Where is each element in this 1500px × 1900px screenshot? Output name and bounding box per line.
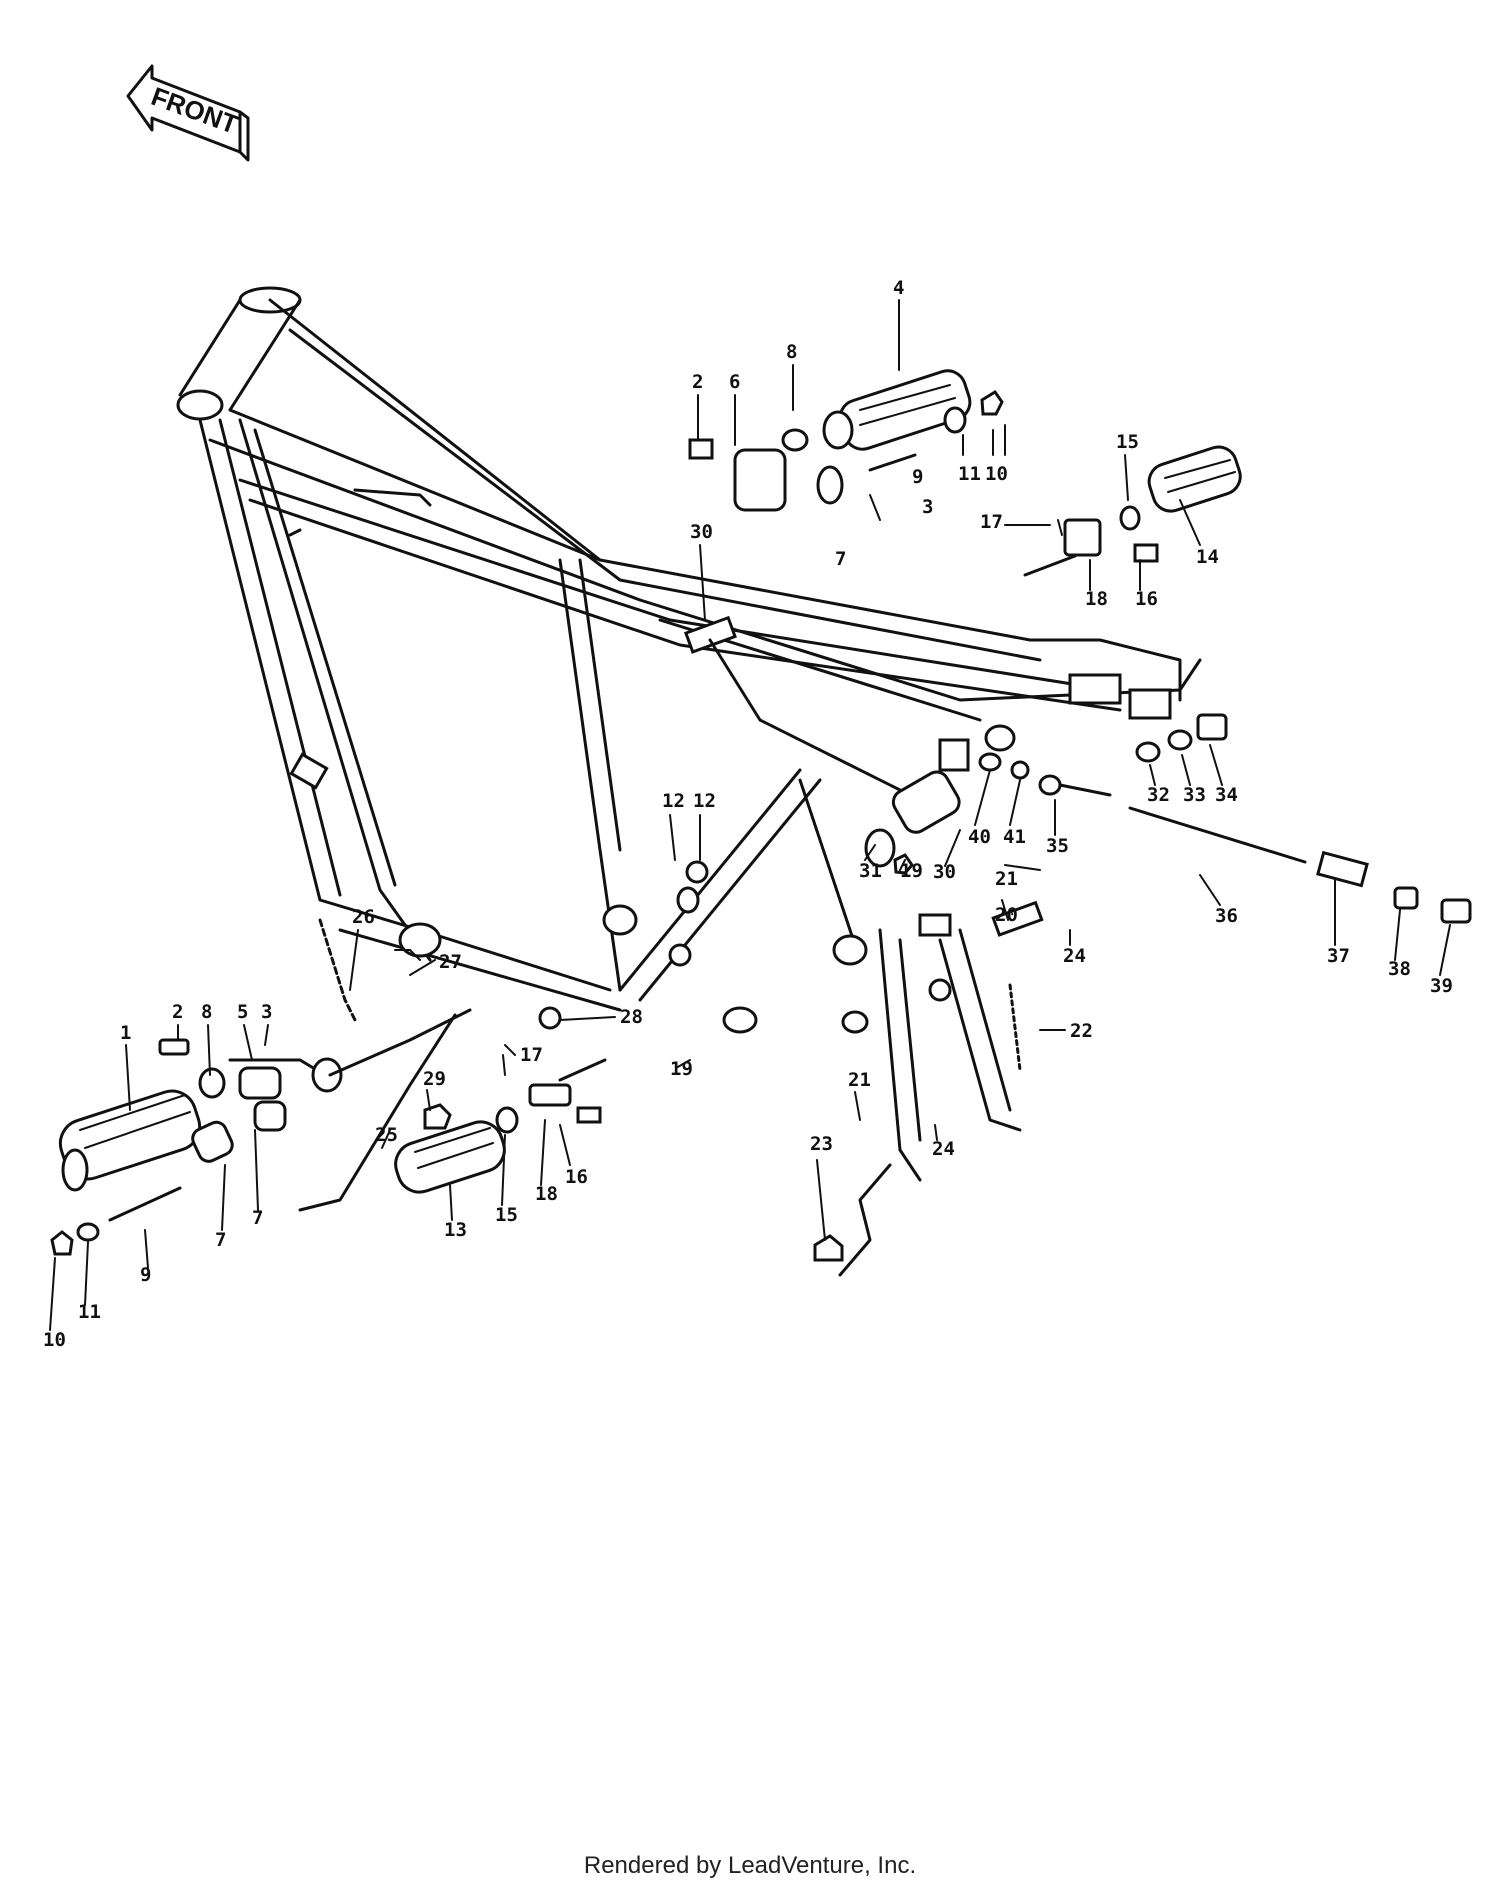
callout-label: 9: [140, 1264, 151, 1286]
callout-label: 21: [848, 1069, 871, 1091]
callout-label: 1: [120, 1022, 131, 1044]
callout-label: 26: [352, 906, 375, 928]
callout-label: 15: [1116, 431, 1139, 453]
callout-label: 15: [495, 1204, 518, 1226]
callout-label: 19: [900, 860, 923, 882]
callout-label: 21: [995, 868, 1018, 890]
callout-label: 8: [786, 341, 797, 363]
front-footrest-drawing: [50, 918, 607, 1256]
callout-label: 34: [1215, 784, 1238, 806]
callout-label: 12: [662, 790, 685, 812]
callout-label: 2: [172, 1001, 183, 1023]
callout-label: 8: [201, 1001, 212, 1023]
callout-label: 14: [1196, 546, 1219, 568]
callout-label: 16: [565, 1166, 588, 1188]
callout-label: 23: [810, 1133, 833, 1155]
callout-label: 39: [1430, 975, 1453, 997]
callout-label: 31: [859, 860, 882, 882]
front-arrow-icon: FRONT: [126, 64, 250, 162]
callout-label: 11: [78, 1301, 101, 1323]
callout-label: 10: [43, 1329, 66, 1351]
callout-label: 7: [215, 1229, 226, 1251]
callout-label: 27: [439, 951, 462, 973]
footer-credit: Rendered by LeadVenture, Inc.: [583, 1852, 917, 1879]
callout-label: 11: [958, 463, 981, 485]
callout-label: 3: [922, 496, 933, 518]
callout-label: 12: [693, 790, 716, 812]
callout-label: 6: [729, 371, 740, 393]
callout-labels: 4 2 6 8 11 10 9 3 7 15 17 14 18 16 30 32…: [43, 277, 1453, 1351]
callout-label: 30: [933, 861, 956, 883]
callout-label: 7: [252, 1207, 263, 1229]
leader-lines: [49, 299, 1451, 1331]
rear-footrest-right-drawing: [688, 369, 1004, 521]
callout-label: 37: [1327, 945, 1350, 967]
callout-label: 7: [835, 548, 846, 570]
callout-label: 18: [1085, 588, 1108, 610]
callout-label: 38: [1388, 958, 1411, 980]
rear-footrest-left-drawing: [1023, 445, 1242, 577]
callout-label: 32: [1147, 784, 1170, 806]
callout-label: 24: [1063, 945, 1086, 967]
brake-pedal-drawing: [683, 615, 1472, 924]
callout-label: 13: [444, 1219, 467, 1241]
callout-label: 2: [692, 371, 703, 393]
callout-label: 19: [670, 1058, 693, 1080]
callout-label: 35: [1046, 835, 1069, 857]
callout-label: 5: [237, 1001, 248, 1023]
callout-label: 22: [1070, 1020, 1093, 1042]
callout-label: 3: [261, 1001, 272, 1023]
callout-label: 40: [968, 826, 991, 848]
callout-label: 29: [423, 1068, 446, 1090]
center-stand-drawing: [668, 860, 1044, 1277]
callout-label: 24: [932, 1138, 955, 1160]
callout-label: 17: [980, 511, 1003, 533]
callout-label: 30: [690, 521, 713, 543]
callout-label: 17: [520, 1044, 543, 1066]
callout-label: 41: [1003, 826, 1026, 848]
callout-label: 33: [1183, 784, 1206, 806]
callout-label: 16: [1135, 588, 1158, 610]
callout-label: 9: [912, 466, 923, 488]
callout-label: 36: [1215, 905, 1238, 927]
callout-label: 10: [985, 463, 1008, 485]
callout-label: 18: [535, 1183, 558, 1205]
callout-label: 25: [375, 1124, 398, 1146]
frame-drawing: [176, 286, 1202, 1034]
front-arrow-text: FRONT: [147, 81, 242, 140]
callout-label: 28: [620, 1006, 643, 1028]
callout-label: 4: [893, 277, 904, 299]
